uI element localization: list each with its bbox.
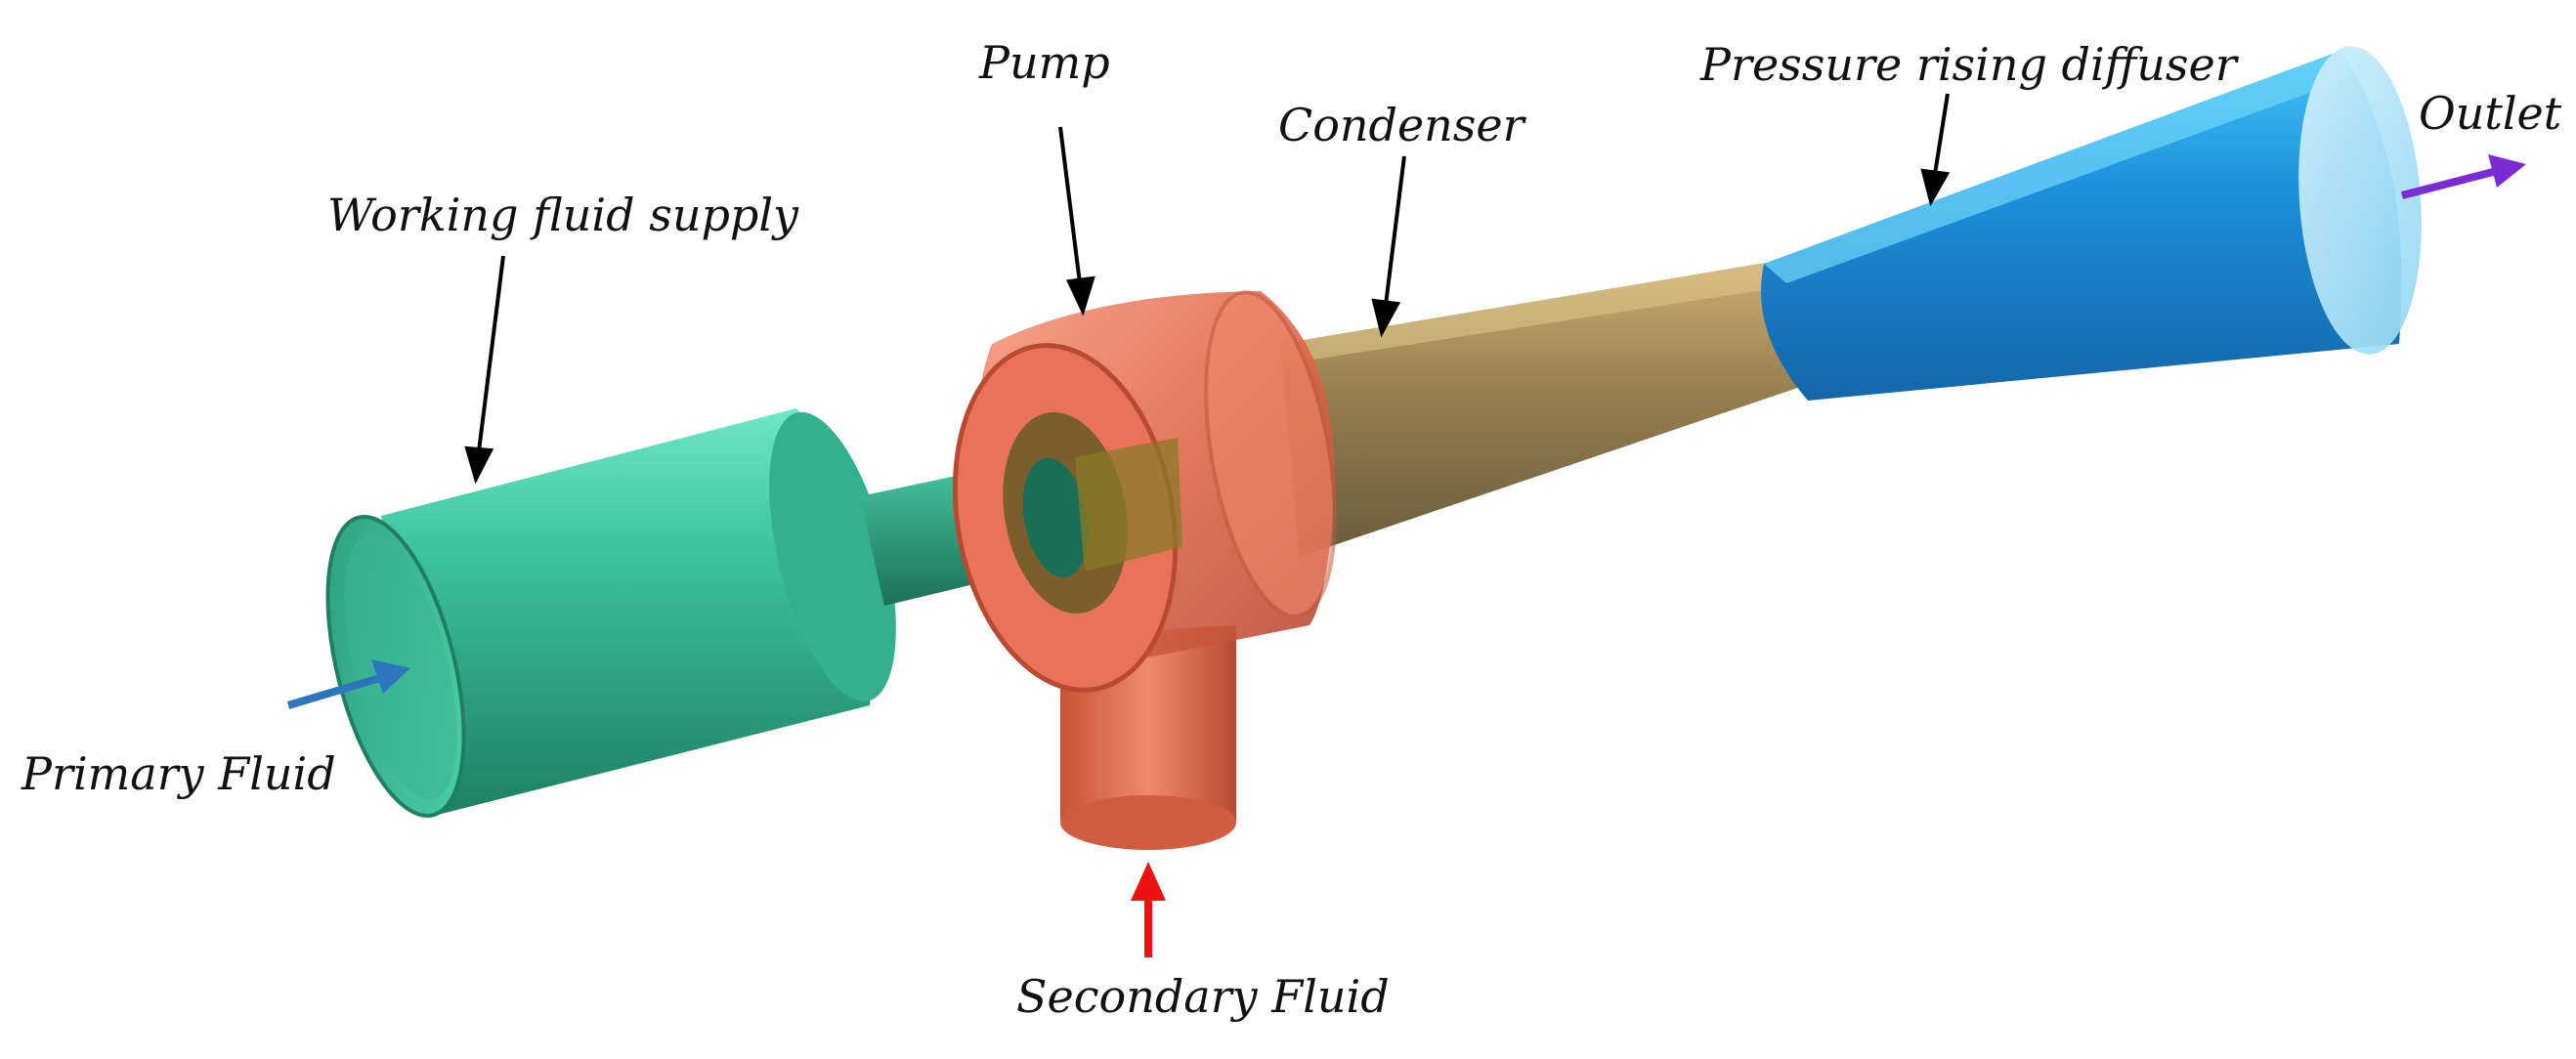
working-fluid-leader <box>464 255 505 485</box>
label-primary-fluid: Primary Fluid <box>21 747 336 800</box>
label-pump: Pump <box>978 36 1110 89</box>
condenser-tube <box>1280 259 1818 557</box>
label-pressure-rising-diffuser: Pressure rising diffuser <box>1699 38 2240 91</box>
label-secondary-fluid: Secondary Fluid <box>1016 970 1390 1023</box>
pump-housing <box>952 290 1337 850</box>
pressure-rising-diffuser <box>1761 46 2422 401</box>
label-outlet: Outlet <box>2419 87 2562 140</box>
outlet-arrow <box>2401 154 2526 199</box>
condenser-leader <box>1371 155 1406 338</box>
primary-fluid-arrow <box>286 659 410 709</box>
diffuser-leader <box>1920 93 1951 207</box>
label-working-fluid-supply: Working fluid supply <box>327 189 799 241</box>
pump-leader <box>1058 126 1095 317</box>
label-condenser: Condenser <box>1278 99 1527 151</box>
leader-lines <box>464 93 1951 485</box>
secondary-fluid-arrow <box>1131 862 1166 957</box>
working-fluid-supply-cylinder <box>325 408 896 819</box>
